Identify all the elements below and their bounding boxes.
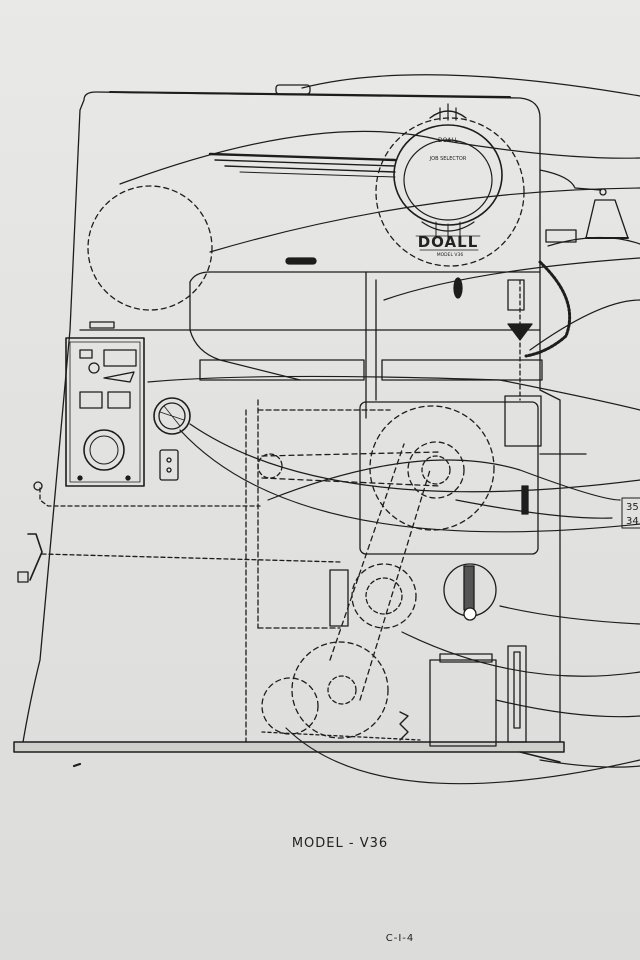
- top-cover-line: [109, 91, 511, 98]
- tension-handwheel: [443, 563, 497, 621]
- model-caption: MODEL - V36: [291, 836, 389, 851]
- callout-mark-35: 35: [626, 502, 639, 513]
- stray-mark: [72, 762, 82, 768]
- callout-leaders: [119, 74, 640, 785]
- lower-frame: [245, 399, 391, 743]
- upper-wheel-left: [87, 185, 213, 311]
- svg-text:DOALL: DOALL: [418, 233, 479, 251]
- base-foot: [519, 751, 561, 763]
- work-table: [189, 271, 543, 419]
- work-lamp: [539, 169, 629, 243]
- upper-wheel-right: [375, 117, 525, 267]
- machine-base: [13, 741, 565, 753]
- speed-gauge: [153, 397, 191, 481]
- svg-text:MODEL V36: MODEL V36: [437, 252, 464, 258]
- upper-handle: [285, 257, 317, 265]
- dial-brand: DOALL: [438, 137, 459, 144]
- coolant-tank: [261, 645, 527, 747]
- callout-mark-34: 34: [626, 516, 639, 527]
- drive-assembly: [257, 395, 587, 739]
- job-selector-dial: DOALL JOB SELECTOR: [393, 103, 503, 241]
- side-levers: [17, 481, 341, 583]
- callout-box: [621, 497, 640, 529]
- doall-logo: DOALL MODEL V36: [415, 233, 481, 258]
- control-panel: [65, 321, 145, 487]
- trim-strip: [208, 152, 397, 178]
- page-number: C-I-4: [385, 933, 415, 944]
- top-cap: [275, 84, 311, 95]
- dial-label: JOB SELECTOR: [429, 156, 467, 162]
- blade-guide: [453, 260, 572, 401]
- machine-outline: [21, 91, 561, 751]
